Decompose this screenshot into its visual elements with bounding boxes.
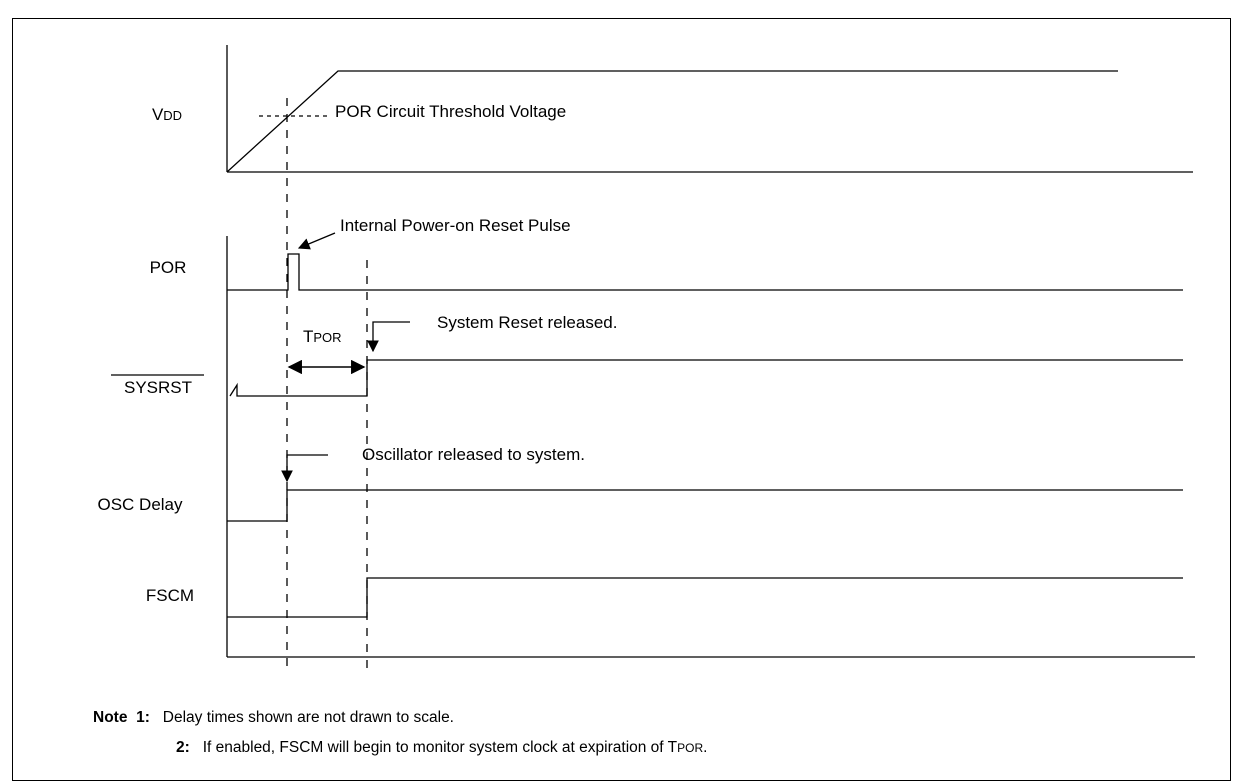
fscm-waveform (227, 577, 1183, 618)
note-2-tpor-main: T (667, 739, 678, 756)
vdd-waveform (226, 70, 1118, 173)
sysrst-waveform (229, 359, 1183, 397)
note-2-text: If enabled, FSCM will begin to monitor s… (202, 739, 668, 756)
vdd-axes (226, 45, 1193, 173)
por-pulse-label: Internal Power-on Reset Pulse (340, 216, 571, 235)
sysrst-label: SYSRST (124, 378, 192, 397)
note-1: Note 1: Delay times shown are not drawn … (93, 709, 454, 727)
figure-frame (12, 18, 1231, 781)
fscm-label: FSCM (146, 586, 194, 605)
osc-released-leader (281, 454, 328, 483)
sys-reset-leader (367, 321, 410, 353)
note-label: Note (93, 709, 128, 726)
threshold-label: POR Circuit Threshold Voltage (335, 102, 566, 121)
note-2-tpor-sub: POR (677, 741, 704, 755)
osc-released-label: Oscillator released to system. (362, 445, 585, 464)
por-pulse-arrow (297, 232, 336, 250)
vdd-label: VDD (152, 105, 182, 124)
lower-axes (226, 236, 1195, 658)
por-label: POR (150, 258, 187, 277)
note-2-end: . (703, 739, 708, 756)
por-waveform (227, 253, 1183, 291)
osc-delay-label: OSC Delay (97, 495, 183, 514)
note-1-text: Delay times shown are not drawn to scale… (162, 709, 454, 726)
note-2: 2: If enabled, FSCM will begin to monito… (176, 739, 707, 757)
tpor-label: TPOR (303, 327, 342, 346)
osc-delay-waveform (227, 489, 1183, 522)
note-1-number: 1: (136, 709, 150, 726)
sys-reset-label: System Reset released. (437, 313, 617, 332)
note-2-number: 2: (176, 739, 190, 756)
